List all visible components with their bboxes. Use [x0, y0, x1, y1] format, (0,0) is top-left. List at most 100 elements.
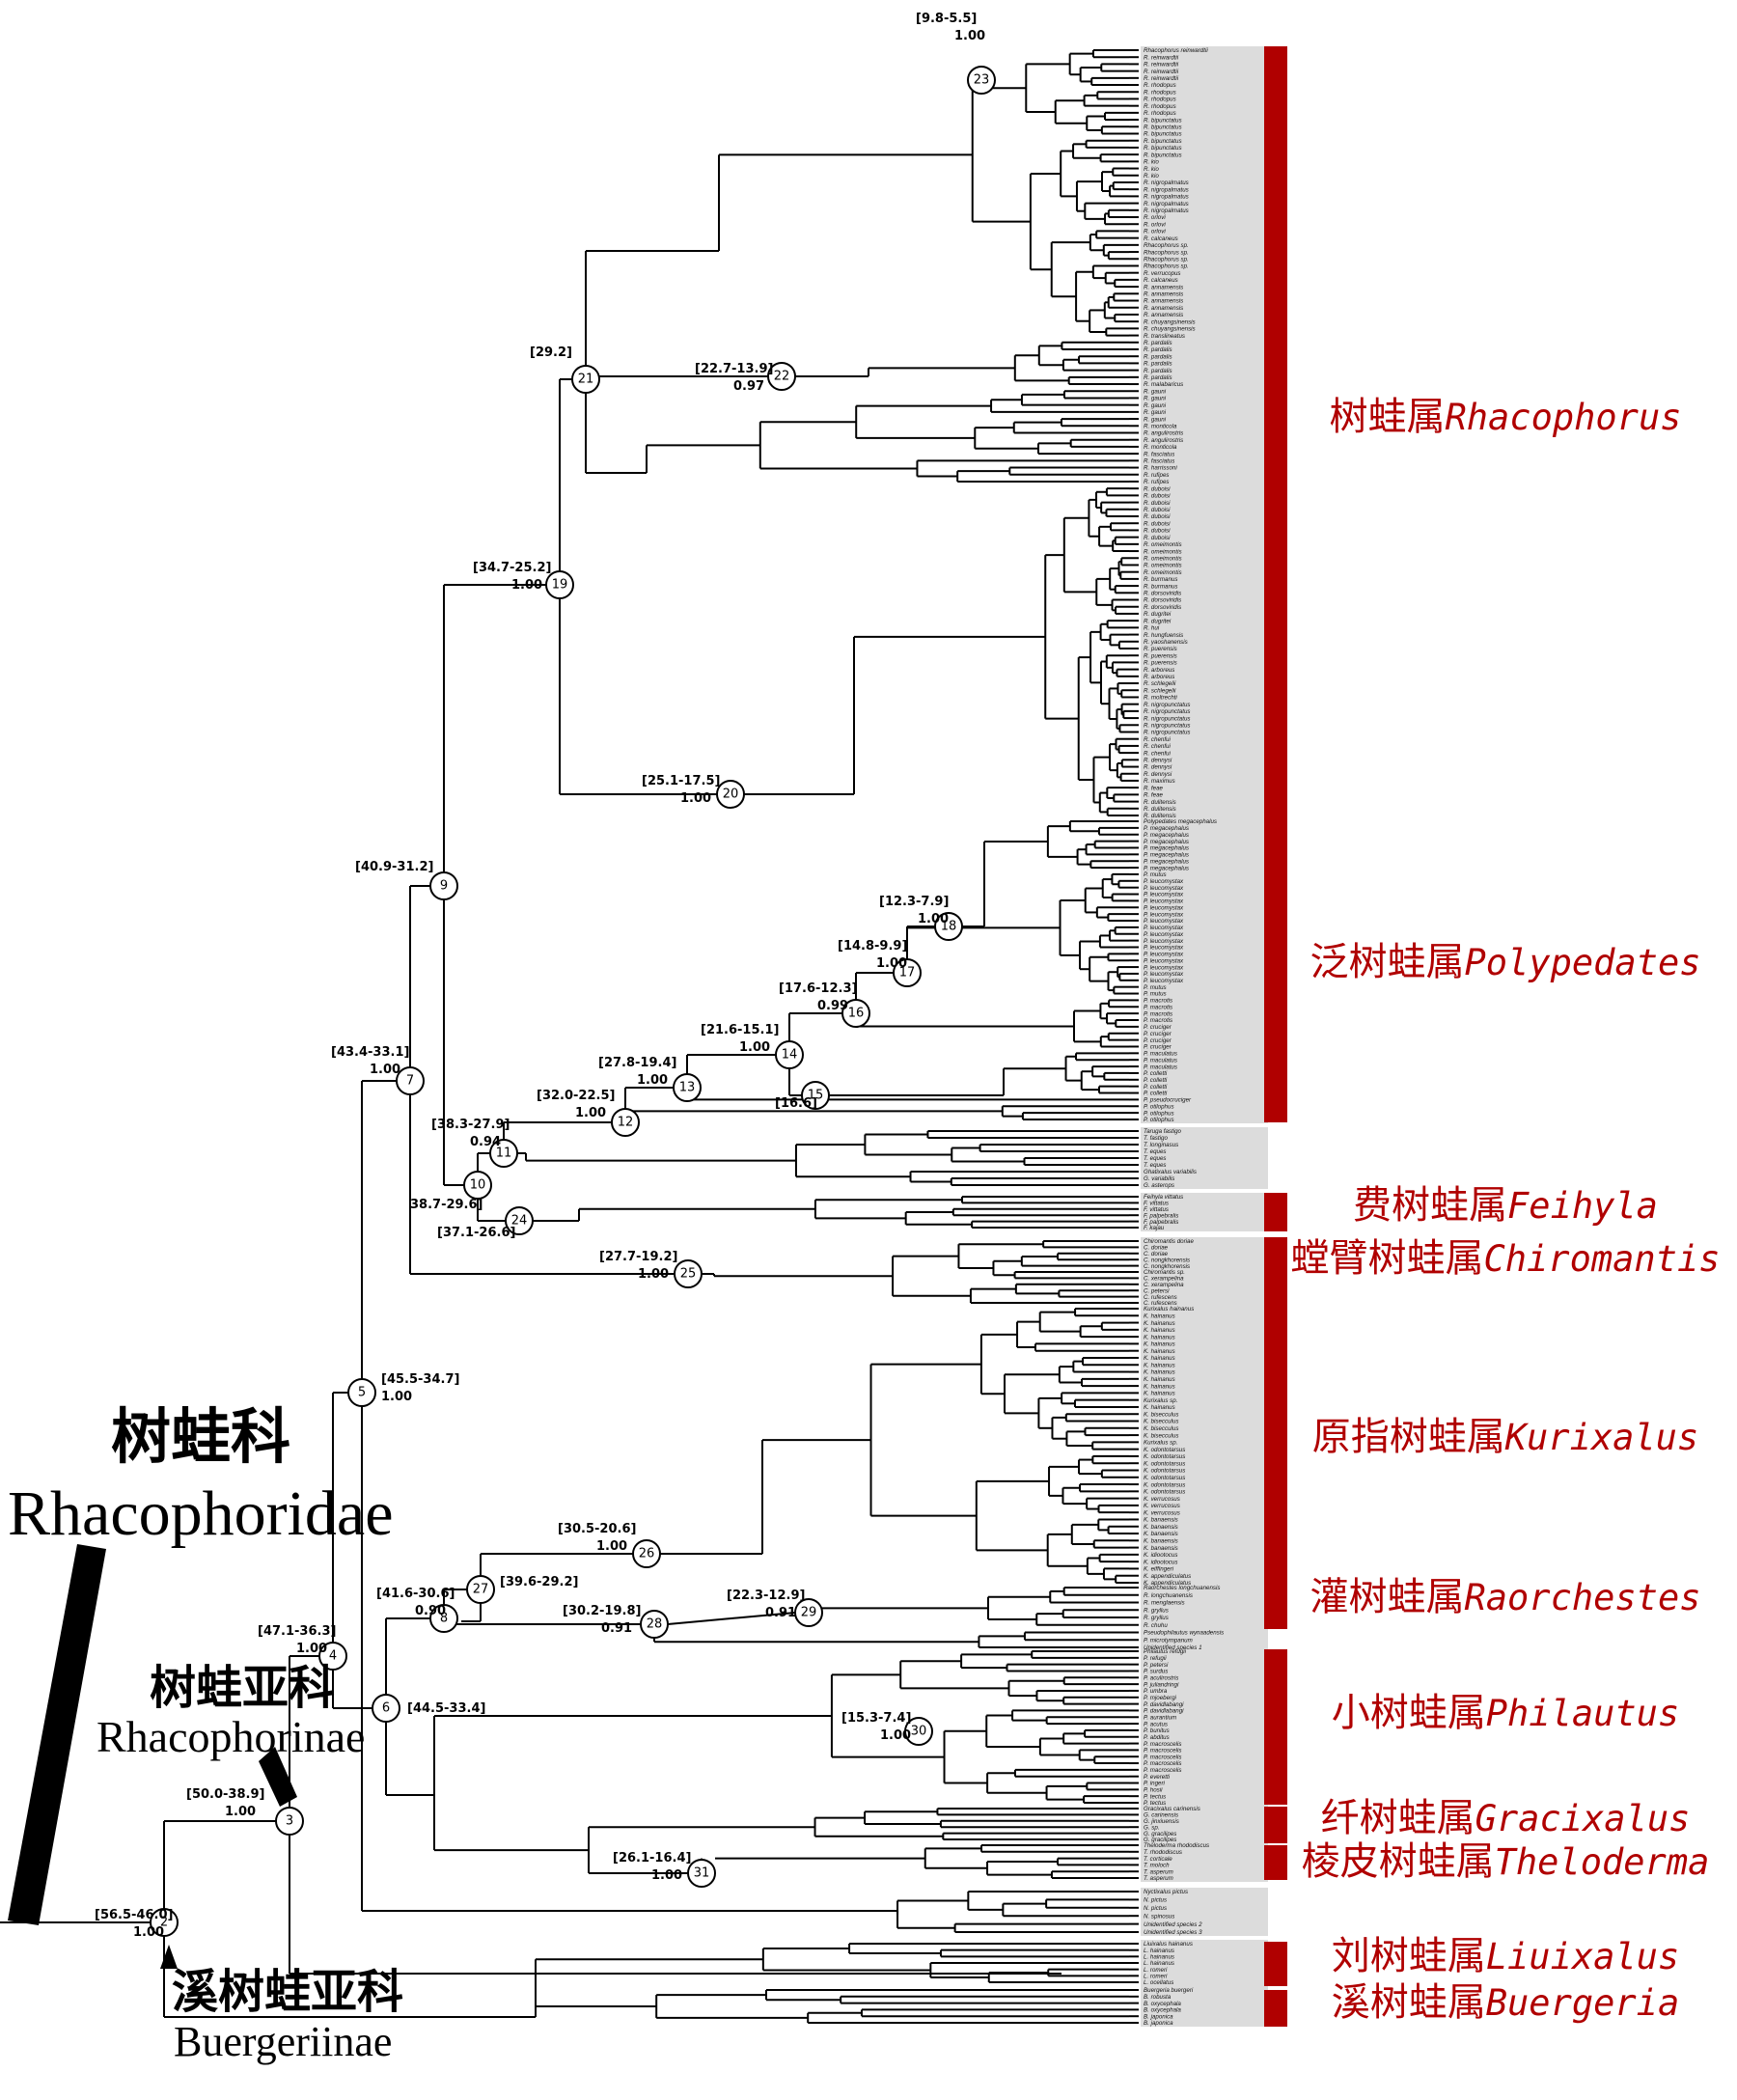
node-support: 1.00	[296, 1642, 327, 1656]
tip-label: Chiromantis sp.	[1144, 1269, 1185, 1276]
tip-label: R. fasciatus	[1144, 451, 1174, 457]
tip-label: R. kio	[1144, 173, 1159, 180]
tip-label: R. puerensis	[1144, 652, 1177, 659]
tip-label: K. hainanus	[1144, 1348, 1175, 1355]
tip-label: T. asperum	[1144, 1868, 1173, 1875]
node-number: 27	[473, 1583, 489, 1597]
tip-label: R. gauni	[1144, 402, 1167, 409]
tip-label: R. reinwardtii	[1144, 54, 1179, 61]
node-support: 1.00	[680, 791, 711, 806]
genus-bar	[1264, 1237, 1287, 1307]
tip-label: P. leucomystax	[1144, 885, 1184, 892]
genus-label: 灌树蛙属Raorchestes	[1310, 1575, 1700, 1619]
node-number: 28	[647, 1617, 663, 1632]
node-support: 0.94	[470, 1135, 501, 1149]
genus-label-latin: Raorchestes	[1464, 1577, 1700, 1618]
tip-label: P. colletti	[1144, 1091, 1168, 1097]
tip-label: G. sp.	[1144, 1824, 1160, 1831]
node-circle	[767, 362, 796, 391]
genus-label: 原指树蛙属Kurixalus	[1312, 1415, 1698, 1459]
genus-label-cn: 刘树蛙属	[1332, 1934, 1486, 1978]
tip-label: P. maculatus	[1144, 1064, 1177, 1070]
node-circle	[505, 1206, 534, 1235]
tip-label: F. vittatus	[1144, 1201, 1169, 1207]
node-age-range: [27.7-19.2]	[599, 1250, 677, 1264]
tip-label: B. oxycephala	[1144, 2007, 1181, 2014]
genus-label-cn: 纤树蛙属	[1321, 1796, 1475, 1840]
node-number: 16	[848, 1007, 865, 1021]
node-number: 22	[774, 370, 790, 384]
tip-label: R. hui	[1144, 625, 1160, 632]
genus-bar	[1264, 1990, 1287, 2027]
tip-label: R. duboisi	[1144, 513, 1171, 520]
node-9: 9[40.9-31.2]	[355, 860, 458, 900]
node-26: 26[30.5-20.6]1.00	[558, 1522, 661, 1568]
tip-label: T. eques	[1144, 1148, 1167, 1155]
tip-label: R. verrucopus	[1144, 270, 1181, 277]
tip-label: R. dorsoviridis	[1144, 604, 1181, 611]
tip-label: Rhacophorus sp.	[1144, 242, 1189, 249]
tip-label: T. eques	[1144, 1162, 1167, 1169]
genus-label-cn: 棱皮树蛙属	[1302, 1839, 1495, 1884]
node-age-range: [9.8-5.5]	[916, 12, 977, 26]
tip-label: P. leucomystax	[1144, 945, 1184, 952]
tip-label: R. rhodopus	[1144, 103, 1176, 110]
tip-label: L. ocellatus	[1144, 1979, 1173, 1986]
node-circle	[687, 1859, 716, 1888]
tip-label: K. verrucosus	[1144, 1509, 1180, 1516]
tip-label: R. reinwardtii	[1144, 69, 1179, 75]
tip-band	[1141, 1805, 1268, 1843]
tip-label: P. mutus	[1144, 984, 1167, 991]
tip-label: P. mutus	[1144, 871, 1167, 878]
tip-label: P. leucomystax	[1144, 931, 1184, 938]
node-age-range: [15.3-7.4]	[841, 1711, 911, 1726]
tip-label: P. pseudocruciger	[1144, 1097, 1192, 1104]
tip-label: C. doriae	[1144, 1245, 1169, 1252]
node-circle	[794, 1598, 823, 1627]
tip-label: P. megacephalus	[1144, 865, 1189, 871]
node-number: 15	[808, 1089, 824, 1103]
tip-label: R. chuyangsinensis	[1144, 326, 1196, 333]
tip-label: R. chenfui	[1144, 743, 1171, 750]
tip-label: P. megacephalus	[1144, 839, 1189, 845]
genus-label-cn: 螳臂树蛙属	[1290, 1236, 1483, 1281]
genus-bar	[1264, 1649, 1287, 1805]
tip-label: R. dennysi	[1144, 758, 1172, 764]
tip-label: T. corticale	[1144, 1856, 1172, 1863]
genus-label: 泛树蛙属Polypedates	[1310, 940, 1700, 984]
tip-label: K. hainanus	[1144, 1391, 1175, 1397]
tip-label: R. reinwardtii	[1144, 62, 1179, 69]
tip-label: R. annamensis	[1144, 291, 1183, 298]
tip-label: K. appendiculatus	[1144, 1580, 1191, 1587]
node-number: 14	[782, 1048, 798, 1063]
node-age-range: [39.6-29.2]	[500, 1575, 578, 1589]
tip-label: P. macrotis	[1144, 1010, 1172, 1017]
node-support: 1.00	[954, 29, 985, 43]
tip-label: R. dulitensis	[1144, 813, 1176, 819]
genus-bar	[1264, 1807, 1287, 1843]
tip-label: R. feae	[1144, 785, 1164, 791]
node-circle	[801, 1081, 830, 1110]
tip-label: P. tectus	[1144, 1793, 1166, 1800]
node-age-range: 38.7-29.6]	[410, 1198, 483, 1212]
tip-label: K. odontotarsus	[1144, 1453, 1185, 1460]
tip-label: C. nongkhorensis	[1144, 1263, 1190, 1270]
tip-label: R. chuhu	[1144, 1622, 1168, 1629]
tip-label: P. cruciger	[1144, 1044, 1172, 1051]
genus-bar	[1264, 1586, 1287, 1629]
tip-label: K. banaensis	[1144, 1531, 1178, 1537]
node-circle	[611, 1108, 640, 1137]
tip-label: R. maximus	[1144, 778, 1175, 785]
tip-label: G. asterops	[1144, 1182, 1174, 1189]
node-support: 0.91	[765, 1606, 796, 1620]
tip-label: R. pardalis	[1144, 346, 1172, 353]
tip-label: R. feae	[1144, 792, 1164, 799]
tip-label: P. maculatus	[1144, 1051, 1177, 1058]
tip-label: K. odontotarsus	[1144, 1460, 1185, 1467]
genus-label-latin: Feihyla	[1507, 1185, 1658, 1227]
tip-label: P. otilophus	[1144, 1103, 1174, 1110]
tip-label: P. leucomystax	[1144, 918, 1184, 925]
tip-label: R. dorsoviridis	[1144, 597, 1181, 604]
genus-label-latin: Rhacophorus	[1445, 397, 1681, 438]
node-circle	[489, 1139, 518, 1168]
